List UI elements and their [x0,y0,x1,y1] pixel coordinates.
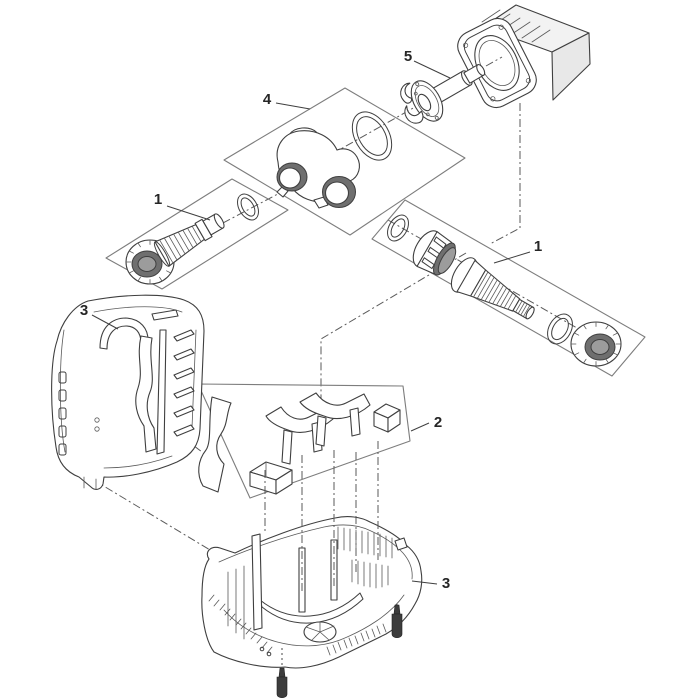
panel-outline-2 [197,383,411,499]
callout-label-hose-right: 1 [534,238,542,255]
leader-2 [410,422,430,432]
damper-bracket-center-right [299,392,371,420]
lower-shell-vents-right [326,623,387,656]
motor-block [457,4,591,109]
upper-shell-post [156,329,167,455]
regulator-cap [412,230,457,276]
impeller-blade [400,82,413,104]
upper-shell-rib [135,335,157,453]
damper-leg [315,415,327,447]
nut-knurl [570,321,622,367]
hose-tail-right [450,257,535,320]
drop-centerlines [264,441,379,593]
upper-filter-shell [51,294,205,490]
callout-label-hose-left: 1 [154,191,162,208]
motor-side-face [551,32,591,101]
lower-shell-grate-back [337,526,393,559]
pump-housing-panel [223,87,466,236]
o-ring-right-small [387,214,409,242]
lower-shell-ear [394,537,408,551]
leader-4 [275,102,311,110]
leader-1-right [493,251,531,264]
lower-shell-pillar [251,533,263,631]
damper-leg [349,407,361,437]
leader-3-lower [411,580,438,585]
lower-shell-ribs [227,565,245,640]
impeller-unit [400,64,486,124]
damper-block-cube [373,403,401,433]
panel-outline-1-left [105,178,289,290]
hose-connector-right [371,199,646,377]
callout-label-lower-shell: 3 [442,575,450,592]
impeller-hub [417,93,432,112]
upper-shell-gills [173,329,195,437]
damper-leg [281,429,293,465]
impeller-flange-inner [414,85,440,117]
pump-inlet-face [278,167,302,189]
lower-shell-grate-right [351,559,389,589]
centerline-motor-drop [489,103,521,245]
callout-label-pump-housing: 4 [263,91,272,108]
centerline-to-damper-panel [320,252,467,398]
pump-housing [276,127,360,209]
leader-1-left [166,205,211,221]
panel-outline-4 [223,87,466,236]
hose-connector-left [105,178,289,290]
impeller-blade [404,105,424,124]
centerline-shell-to-lower-shell [91,478,221,557]
o-ring-right-large [547,313,573,345]
callout-label-impeller: 5 [404,48,412,65]
union-nut-right [570,321,622,367]
o-ring-left [237,193,259,221]
impeller-bearing-end [476,64,486,76]
callout-label-upper-shell: 3 [80,302,88,319]
screw-center [276,648,288,699]
lower-shell-vents-left [208,594,273,654]
screw-right [391,604,403,639]
callout-label-damper-set: 2 [434,414,442,431]
panel-outline-1-right [371,199,646,377]
motor-center-mark [485,56,503,67]
lower-filter-shell [201,516,423,669]
damper-block-l [249,461,293,495]
damper-set-panel [197,383,411,499]
o-ring-large [351,111,393,161]
leader-5 [413,60,451,79]
upper-shell-latch [151,309,179,321]
lower-shell-outline [201,516,423,669]
callouts: 4 5 1 1 3 2 3 [80,48,542,592]
pump-outlet-face [324,181,350,205]
upper-shell-side-slots [58,371,67,456]
leader-3-upper [91,314,119,330]
damper-bracket-left [198,396,232,493]
motor-front-flange [457,17,537,109]
